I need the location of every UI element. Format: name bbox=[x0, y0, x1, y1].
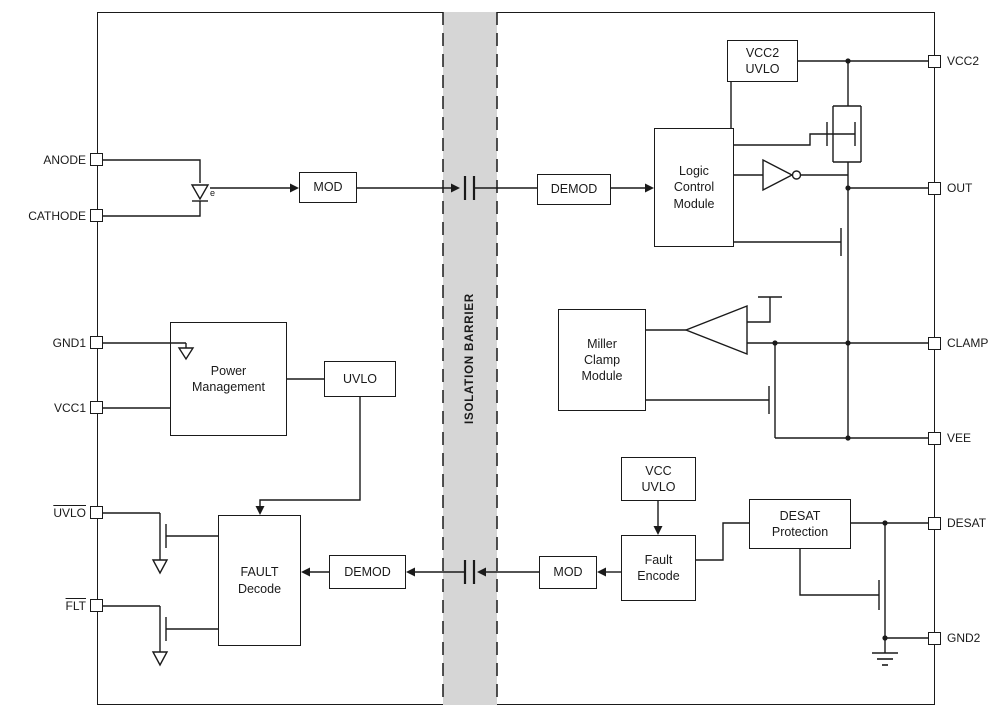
pin-out bbox=[928, 182, 941, 195]
pin-label-uvlo: UVLO bbox=[53, 506, 86, 520]
pin-gnd2 bbox=[928, 632, 941, 645]
pin-anode bbox=[90, 153, 103, 166]
isolation-barrier bbox=[443, 12, 497, 705]
block-mod-top: MOD bbox=[299, 172, 357, 203]
block-miller-clamp-module: Miller Clamp Module bbox=[558, 309, 646, 411]
pin-label-vcc1: VCC1 bbox=[53, 401, 86, 415]
pin-flt bbox=[90, 599, 103, 612]
signal-wires bbox=[103, 60, 928, 653]
block-mod-bottom: MOD bbox=[539, 556, 597, 589]
pin-vcc2 bbox=[928, 55, 941, 68]
pin-label-vee: VEE bbox=[947, 431, 972, 445]
output-pmos-pair-icon bbox=[826, 105, 862, 163]
pin-desat bbox=[928, 517, 941, 530]
block-fault-decode: FAULT Decode bbox=[218, 515, 301, 646]
pin-label-clamp: CLAMP bbox=[947, 336, 989, 350]
flt-ground-icon bbox=[151, 651, 169, 667]
block-demod-top: DEMOD bbox=[537, 174, 611, 205]
pin-label-flt: FLT bbox=[65, 599, 86, 613]
block-fault-encode: Fault Encode bbox=[621, 535, 696, 601]
uvlo-opendrain-mosfet-icon bbox=[159, 513, 167, 560]
clamp-mosfet-icon bbox=[768, 343, 776, 438]
pin-vee bbox=[928, 432, 941, 445]
isolation-capacitor-bottom-icon bbox=[463, 560, 476, 584]
gnd1-arrow-icon bbox=[177, 347, 195, 361]
pin-label-gnd2: GND2 bbox=[947, 631, 981, 645]
junction-dots bbox=[772, 58, 888, 641]
pin-gnd1 bbox=[90, 336, 103, 349]
desat-mosfet-icon bbox=[878, 523, 886, 638]
block-desat-protection: DESAT Protection bbox=[749, 499, 851, 549]
block-vcc2-uvlo: VCC2 UVLO bbox=[727, 40, 798, 82]
block-demod-bottom: DEMOD bbox=[329, 555, 406, 589]
pin-label-vcc2: VCC2 bbox=[947, 54, 980, 68]
pin-label-desat: DESAT bbox=[947, 516, 987, 530]
block-power-management: Power Management bbox=[170, 322, 287, 436]
miller-clamp-comparator-icon bbox=[684, 296, 782, 356]
pin-vcc1 bbox=[90, 401, 103, 414]
pin-uvlo bbox=[90, 506, 103, 519]
diode-e-label: e bbox=[210, 188, 215, 198]
isolation-barrier-dashes bbox=[442, 12, 498, 705]
output-buffer-icon bbox=[762, 158, 802, 192]
pin-label-cathode: CATHODE bbox=[28, 209, 86, 223]
flt-opendrain-mosfet-icon bbox=[159, 606, 167, 652]
block-vcc-uvlo: VCC UVLO bbox=[621, 457, 696, 501]
block-uvlo: UVLO bbox=[324, 361, 396, 397]
input-diode-icon: e bbox=[190, 184, 215, 202]
gnd2-earth-icon bbox=[872, 652, 898, 666]
isolation-capacitor-top-icon bbox=[463, 176, 476, 200]
pin-label-anode: ANODE bbox=[43, 153, 86, 167]
block-logic-control-module: Logic Control Module bbox=[654, 128, 734, 247]
chip-outline bbox=[97, 12, 935, 705]
pin-label-out: OUT bbox=[947, 181, 973, 195]
pin-label-gnd1: GND1 bbox=[52, 336, 86, 350]
pin-clamp bbox=[928, 337, 941, 350]
arrowheads bbox=[255, 183, 663, 577]
uvlo-ground-icon bbox=[151, 559, 169, 575]
pin-cathode bbox=[90, 209, 103, 222]
